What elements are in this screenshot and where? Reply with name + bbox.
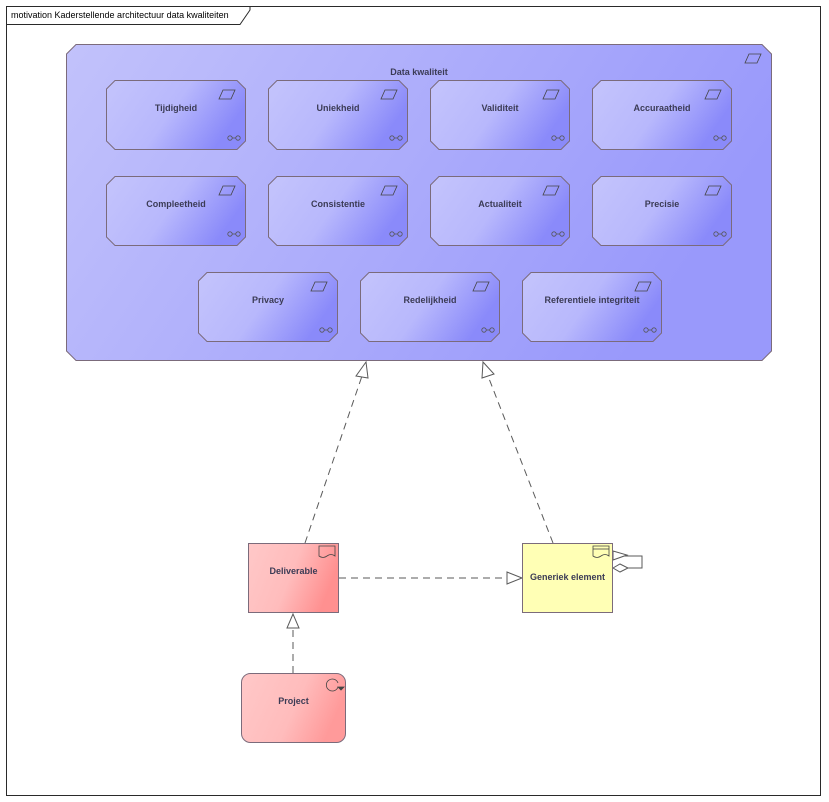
principle-label: Compleetheid (146, 199, 206, 209)
principle-privacy[interactable]: Privacy (198, 272, 338, 342)
principle-validiteit[interactable]: Validiteit (430, 80, 570, 150)
principle-box (592, 80, 732, 150)
principle-accuraatheid[interactable]: Accuraatheid (592, 80, 732, 150)
link-icon (227, 135, 241, 141)
principle-label: Redelijkheid (403, 295, 457, 305)
link-icon (713, 135, 727, 141)
deliverable-icon (318, 545, 336, 558)
group-title: Data kwaliteit (390, 67, 448, 77)
link-icon (227, 231, 241, 237)
work-package-icon (326, 678, 345, 692)
link-icon (713, 231, 727, 237)
principle-box (106, 80, 246, 150)
diagram-frame (6, 6, 821, 796)
link-icon (319, 327, 333, 333)
project-element[interactable]: Project (241, 673, 346, 743)
principle-box (106, 176, 246, 246)
principle-box (198, 272, 338, 342)
principle-box (592, 176, 732, 246)
realization-connector-deliverable[interactable] (304, 375, 363, 544)
principle-icon (744, 53, 762, 64)
realization-arrowhead (286, 612, 300, 629)
principle-precisie[interactable]: Precisie (592, 176, 732, 246)
principle-icon (704, 185, 722, 196)
realization-arrowhead (481, 360, 495, 379)
link-icon (551, 135, 565, 141)
principle-icon (218, 89, 236, 100)
principle-icon (380, 185, 398, 196)
principle-redelijkheid[interactable]: Redelijkheid (360, 272, 500, 342)
generiek-box (522, 543, 613, 613)
link-icon (389, 231, 403, 237)
generiek-label: Generiek element (529, 572, 606, 582)
principle-icon (472, 281, 490, 292)
principle-icon (218, 185, 236, 196)
link-icon (643, 327, 657, 333)
principle-label: Consistentie (310, 199, 365, 209)
project-label: Project (278, 696, 309, 706)
principle-consistentie[interactable]: Consistentie (268, 176, 408, 246)
principle-box (430, 80, 570, 150)
principle-uniekheid[interactable]: Uniekheid (268, 80, 408, 150)
principle-label: Uniekheid (316, 103, 360, 113)
realization-connector-generiek[interactable] (487, 375, 554, 544)
frame-tab-shape (6, 6, 251, 25)
principle-box (430, 176, 570, 246)
self-association-connector[interactable] (611, 550, 643, 573)
principle-box (268, 80, 408, 150)
triggering-arrowhead (506, 571, 524, 585)
link-icon (551, 231, 565, 237)
project-box (241, 673, 346, 743)
principle-actualiteit[interactable]: Actualiteit (430, 176, 570, 246)
link-icon (389, 135, 403, 141)
principle-icon (542, 89, 560, 100)
principle-label: Actualiteit (478, 199, 522, 209)
representation-icon (592, 545, 610, 558)
principle-box (268, 176, 408, 246)
principle-compleetheid[interactable]: Compleetheid (106, 176, 246, 246)
principle-icon (704, 89, 722, 100)
principle-label: Privacy (251, 295, 285, 305)
generiek-element[interactable]: Generiek element (522, 543, 613, 613)
principle-icon (542, 185, 560, 196)
deliverable-label: Deliverable (269, 566, 318, 576)
principle-label: Precisie (644, 199, 680, 209)
realization-arrowhead (355, 360, 369, 379)
principle-label: Validiteit (481, 103, 519, 113)
principle-icon (634, 281, 652, 292)
frame-title: motivation Kaderstellende architectuur d… (11, 10, 229, 20)
principle-referentiele-integriteit[interactable]: Referentiele integriteit (522, 272, 662, 342)
principle-tijdigheid[interactable]: Tijdigheid (106, 80, 246, 150)
principle-label: Referentiele integriteit (544, 295, 640, 305)
principle-icon (310, 281, 328, 292)
principle-icon (380, 89, 398, 100)
principle-box (360, 272, 500, 342)
principle-box (522, 272, 662, 342)
deliverable-box (248, 543, 339, 613)
principle-label: Tijdigheid (154, 103, 198, 113)
deliverable-element[interactable]: Deliverable (248, 543, 339, 613)
principle-label: Accuraatheid (633, 103, 691, 113)
link-icon (481, 327, 495, 333)
